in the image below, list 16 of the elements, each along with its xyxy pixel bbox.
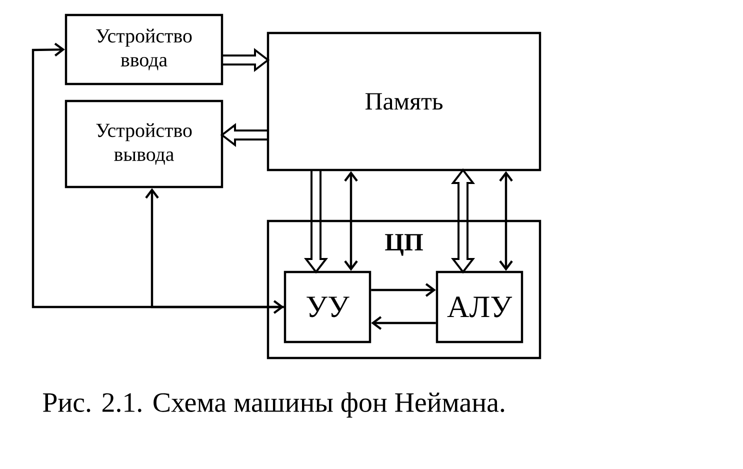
figure-caption: Рис. 2.1. Схема машины фон Неймана. xyxy=(43,392,504,418)
arrow xyxy=(371,316,436,330)
arrow xyxy=(371,283,436,297)
hollow-arrow xyxy=(450,168,476,274)
hollow-arrow xyxy=(304,169,328,274)
arrow xyxy=(344,171,358,271)
hollow-arrow xyxy=(220,122,269,148)
device-box: Устройство вывода xyxy=(64,100,224,188)
arrow xyxy=(32,42,284,314)
unit-box: УУ xyxy=(284,270,372,344)
device-box: Устройство ввода xyxy=(64,14,224,86)
hollow-arrow xyxy=(221,48,270,72)
unit-box: АЛУ xyxy=(436,270,524,344)
memory-box: Память xyxy=(266,32,542,172)
arrow xyxy=(145,188,284,308)
arrow xyxy=(499,171,513,271)
